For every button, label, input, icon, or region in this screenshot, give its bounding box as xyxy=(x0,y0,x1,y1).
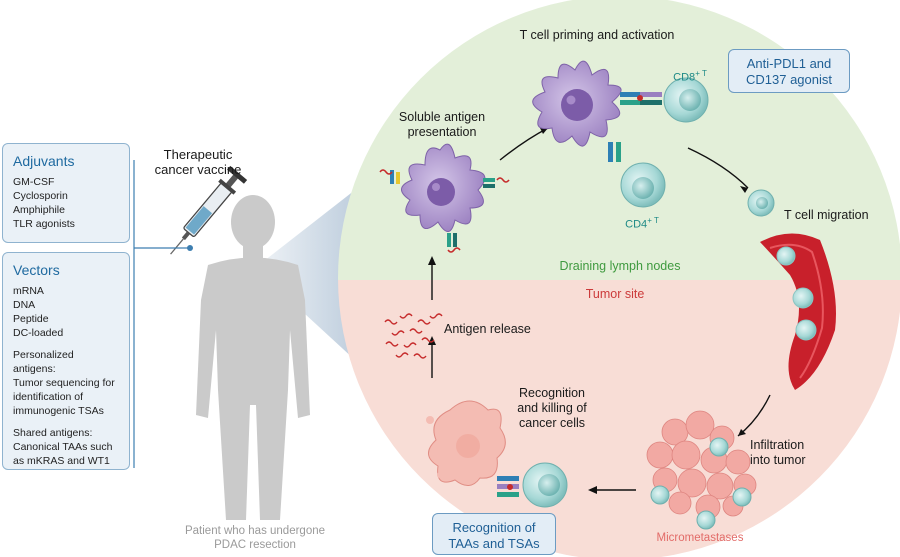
adjuvant-item: TLR agonists xyxy=(13,218,75,230)
personalized-antigens-line: immunogenic TSAs xyxy=(13,405,104,417)
taa-tsa-callout: Recognition of TAAs and TSAs xyxy=(432,513,556,555)
adjuvants-panel: Adjuvants GM-CSF Cyclosporin Amphiphile … xyxy=(2,143,130,243)
killing-synapse xyxy=(497,476,519,497)
soluble-antigen-line: presentation xyxy=(407,125,477,139)
patient-label-line: PDAC resection xyxy=(214,539,296,551)
cd8-label: CD8+ T xyxy=(660,66,720,86)
migration-label: T cell migration xyxy=(784,208,869,222)
vaccine-label-line: cancer vaccine xyxy=(154,162,242,177)
vectors-title: Vectors xyxy=(13,262,60,278)
adjuvant-item: Amphiphile xyxy=(13,204,65,216)
recognition-killing-line: cancer cells xyxy=(519,416,585,430)
killer-t-cell xyxy=(522,462,568,508)
vectors-panel: Vectors mRNA DNA Peptide DC-loaded Perso… xyxy=(2,252,130,470)
soluble-antigen-line: Soluble antigen xyxy=(398,110,486,124)
anti-pdl1-line: Anti-PDL1 and xyxy=(746,56,832,71)
antigen-release-label: Antigen release xyxy=(444,322,531,336)
adjuvant-item: Cyclosporin xyxy=(13,190,68,202)
patient-silhouette xyxy=(196,195,310,520)
cd4-label: CD4+ T xyxy=(612,213,672,233)
cd4-text: CD4 xyxy=(625,218,648,231)
vaccine-label-line: Therapeutic xyxy=(163,147,233,162)
anti-pdl1-line: CD137 agonist xyxy=(746,72,832,87)
taa-tsa-line: Recognition of xyxy=(452,520,536,535)
shared-antigens-line: Canonical TAAs such xyxy=(13,441,113,453)
cd8-plus-t: + T xyxy=(695,69,707,78)
shared-antigens-line: as mKRAS and WT1 xyxy=(13,455,110,467)
vaccine-label: Therapeutic cancer vaccine xyxy=(143,147,253,177)
vector-item: Peptide xyxy=(13,313,49,325)
cd4-plus-t: + T xyxy=(647,216,659,225)
peptide-squiggles-dc1 xyxy=(379,169,510,253)
cancer-cell xyxy=(426,400,506,486)
tumor-site-label: Tumor site xyxy=(585,287,645,301)
recognition-killing-line: and killing of xyxy=(517,401,587,415)
infiltration-line: Infiltration xyxy=(750,438,805,452)
micrometastases-label: Micrometastases xyxy=(656,532,744,544)
personalized-antigens-title: Personalized antigens: xyxy=(13,349,74,375)
synapse-complexes xyxy=(608,92,662,162)
personalized-antigens-line: Tumor sequencing for xyxy=(13,377,115,389)
adjuvants-title: Adjuvants xyxy=(13,153,75,169)
anti-pdl1-callout: Anti-PDL1 and CD137 agonist xyxy=(728,49,850,93)
receptor-complexes-dc1 xyxy=(390,170,495,247)
priming-label: T cell priming and activation xyxy=(519,28,675,42)
released-antigen-squiggles xyxy=(384,313,443,359)
recognition-killing-line: Recognition xyxy=(518,386,585,400)
personalized-antigens-line: identification of xyxy=(13,391,84,403)
dendritic-cell-priming xyxy=(532,60,622,147)
vector-item: DC-loaded xyxy=(13,327,64,339)
lymph-node-label: Draining lymph nodes xyxy=(559,259,681,273)
vector-item: mRNA xyxy=(13,285,44,297)
blood-vessel xyxy=(760,233,836,390)
zoom-cone xyxy=(255,190,355,360)
taa-tsa-line: TAAs and TSAs xyxy=(448,536,540,551)
cd8-text: CD8 xyxy=(673,71,696,84)
shared-antigens-title: Shared antigens: xyxy=(13,427,93,439)
recognition-killing-label: Recognition and killing of cancer cells xyxy=(497,386,607,431)
soluble-antigen-label: Soluble antigen presentation xyxy=(382,110,502,140)
connector-dot xyxy=(187,245,193,251)
migrating-t-cell xyxy=(747,189,775,217)
infiltration-line: into tumor xyxy=(750,453,806,467)
vector-item: DNA xyxy=(13,299,36,311)
patient-label-line: Patient who has undergone xyxy=(184,525,326,537)
cd4-t-cell xyxy=(620,162,666,208)
cd8-t-cell xyxy=(663,77,709,123)
patient-label: Patient who has undergone PDAC resection xyxy=(160,524,350,552)
syringe-icon xyxy=(170,165,248,255)
infiltrating-t-cells xyxy=(650,437,752,530)
dendritic-cell-soluble xyxy=(401,143,486,232)
infiltration-label: Infiltration into tumor xyxy=(750,438,850,468)
adjuvant-item: GM-CSF xyxy=(13,176,55,188)
